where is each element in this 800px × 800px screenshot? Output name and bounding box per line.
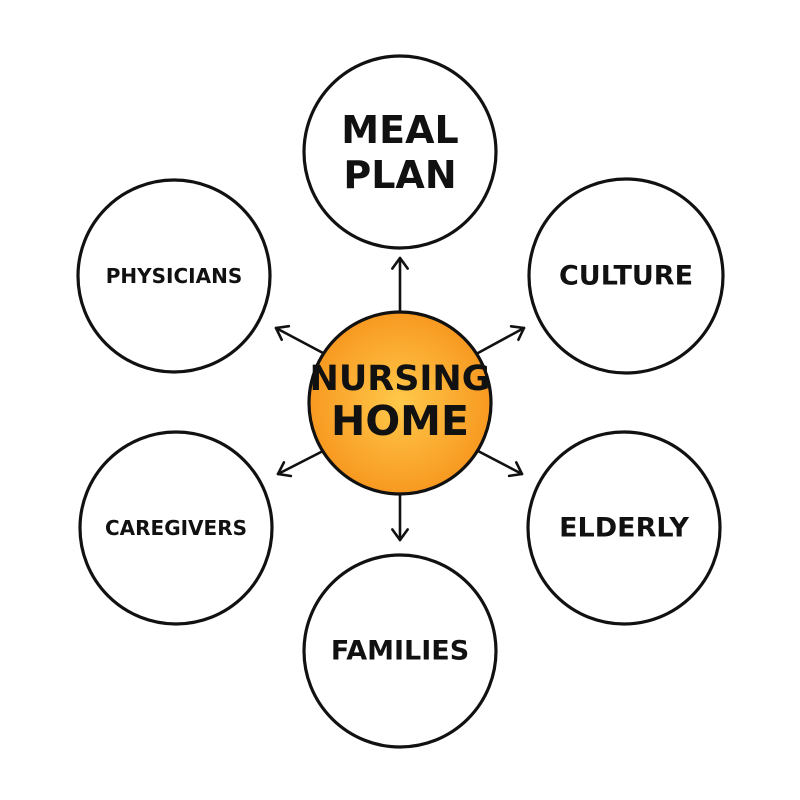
node-label-plan: PLAN bbox=[343, 153, 456, 197]
center-node-nursing-home: NURSING HOME bbox=[307, 310, 493, 496]
node-families: FAMILIES bbox=[302, 553, 498, 749]
arrow-head bbox=[391, 256, 409, 270]
arrow-to-families bbox=[391, 494, 409, 542]
arrow-head bbox=[274, 324, 291, 341]
node-label-families: FAMILIES bbox=[331, 636, 469, 667]
node-meal-plan: MEAL PLAN bbox=[302, 54, 498, 250]
center-circle bbox=[307, 310, 493, 496]
node-label-meal: MEAL bbox=[341, 108, 458, 152]
arrow-shaft bbox=[476, 326, 526, 355]
node-circle bbox=[78, 430, 274, 626]
center-label-line-1: NURSING bbox=[310, 359, 491, 399]
node-elderly: ELDERLY bbox=[526, 430, 722, 626]
arrow-head bbox=[507, 461, 524, 478]
arrow-head bbox=[276, 461, 293, 478]
arrow-head bbox=[391, 528, 409, 542]
center-label-line-2: HOME bbox=[331, 397, 469, 445]
arrow-shaft bbox=[274, 326, 325, 355]
arrow-to-culture bbox=[476, 325, 526, 355]
node-circle bbox=[527, 177, 725, 375]
node-culture: CULTURE bbox=[527, 177, 725, 375]
node-label-culture: CULTURE bbox=[559, 261, 693, 292]
arrow-to-caregivers bbox=[276, 449, 325, 478]
arrow-head bbox=[509, 325, 526, 342]
arrow-shaft bbox=[276, 449, 325, 476]
arrow-to-elderly bbox=[476, 449, 524, 478]
arrow-to-physicians bbox=[274, 324, 325, 355]
node-circle bbox=[302, 54, 498, 250]
node-label-physicians: PHYSICIANS bbox=[106, 264, 242, 288]
node-circle bbox=[76, 178, 272, 374]
node-label-caregivers: CAREGIVERS bbox=[105, 516, 247, 540]
node-circle bbox=[302, 553, 498, 749]
node-label-elderly: ELDERLY bbox=[559, 513, 689, 544]
arrow-shaft bbox=[476, 449, 524, 476]
node-circle bbox=[526, 430, 722, 626]
connector-arrows bbox=[274, 256, 526, 542]
node-caregivers: CAREGIVERS bbox=[78, 430, 274, 626]
node-physicians: PHYSICIANS bbox=[76, 178, 272, 374]
arrow-to-meal-plan bbox=[391, 256, 409, 312]
